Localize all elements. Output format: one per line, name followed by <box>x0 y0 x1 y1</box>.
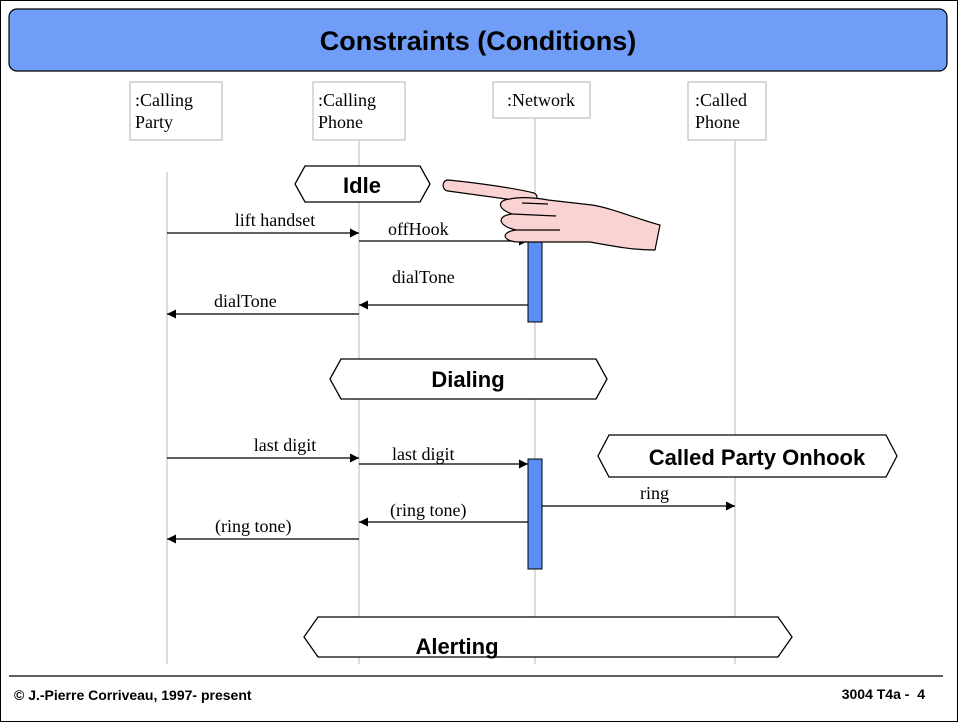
lifeline-label-line2: Party <box>135 112 173 132</box>
condition-idle-label: Idle <box>343 173 381 198</box>
message-ring: ring <box>542 483 735 511</box>
message-last-digit-party: last digit <box>167 435 359 463</box>
pointing-hand-icon <box>442 179 661 251</box>
lifeline-label-line1: :Network <box>507 90 575 110</box>
message-dialtone-phone: dialTone <box>167 291 359 319</box>
condition-alerting: Alerting <box>303 616 793 659</box>
lifeline-label-line1: :Calling <box>318 90 376 110</box>
message-offhook: offHook <box>359 219 528 246</box>
footer-slide-id: 3004 T4a - 4 <box>842 686 925 702</box>
lifeline-header-called-phone: :Called Phone <box>687 81 767 141</box>
condition-dialing: Dialing <box>329 358 608 400</box>
slide-title: Constraints (Conditions) <box>320 26 636 56</box>
message-label: (ring tone) <box>215 516 291 537</box>
footer-copyright: © J.-Pierre Corriveau, 1997- present <box>14 687 252 703</box>
condition-alerting-label: Alerting <box>415 634 498 659</box>
activation-bar-network-1 <box>527 241 543 323</box>
lifeline-label-line1: :Calling <box>135 90 193 110</box>
lifeline-header-network: :Network <box>492 81 591 119</box>
lifeline-header-calling-phone: :Calling Phone <box>312 81 406 141</box>
condition-dialing-label: Dialing <box>431 367 504 392</box>
message-label: offHook <box>388 219 449 239</box>
lifeline-label-line2: Phone <box>318 112 363 132</box>
message-label: last digit <box>392 444 455 464</box>
title-banner <box>8 8 948 72</box>
message-ringtone-phone: (ring tone) <box>167 516 359 544</box>
message-label: dialTone <box>214 291 277 311</box>
lifeline-label-line2: Phone <box>695 112 740 132</box>
message-label: (ring tone) <box>390 500 466 521</box>
lifeline-label-line1: :Called <box>695 90 747 110</box>
condition-called-party-onhook: Called Party Onhook <box>597 434 898 478</box>
activation-bar-network-2 <box>527 458 543 570</box>
message-label: lift handset <box>235 210 315 230</box>
message-label: dialTone <box>392 267 455 287</box>
message-last-digit-phone: last digit <box>359 444 528 469</box>
message-ringtone-network: (ring tone) <box>359 500 528 527</box>
message-label: ring <box>640 483 669 503</box>
message-lift-handset: lift handset <box>167 210 359 238</box>
lifeline-header-calling-party: :Calling Party <box>129 81 223 141</box>
condition-called-party-onhook-label: Called Party Onhook <box>649 445 866 470</box>
message-label: last digit <box>254 435 317 455</box>
condition-idle: Idle <box>294 165 431 203</box>
message-dialtone-network: dialTone <box>359 267 528 310</box>
